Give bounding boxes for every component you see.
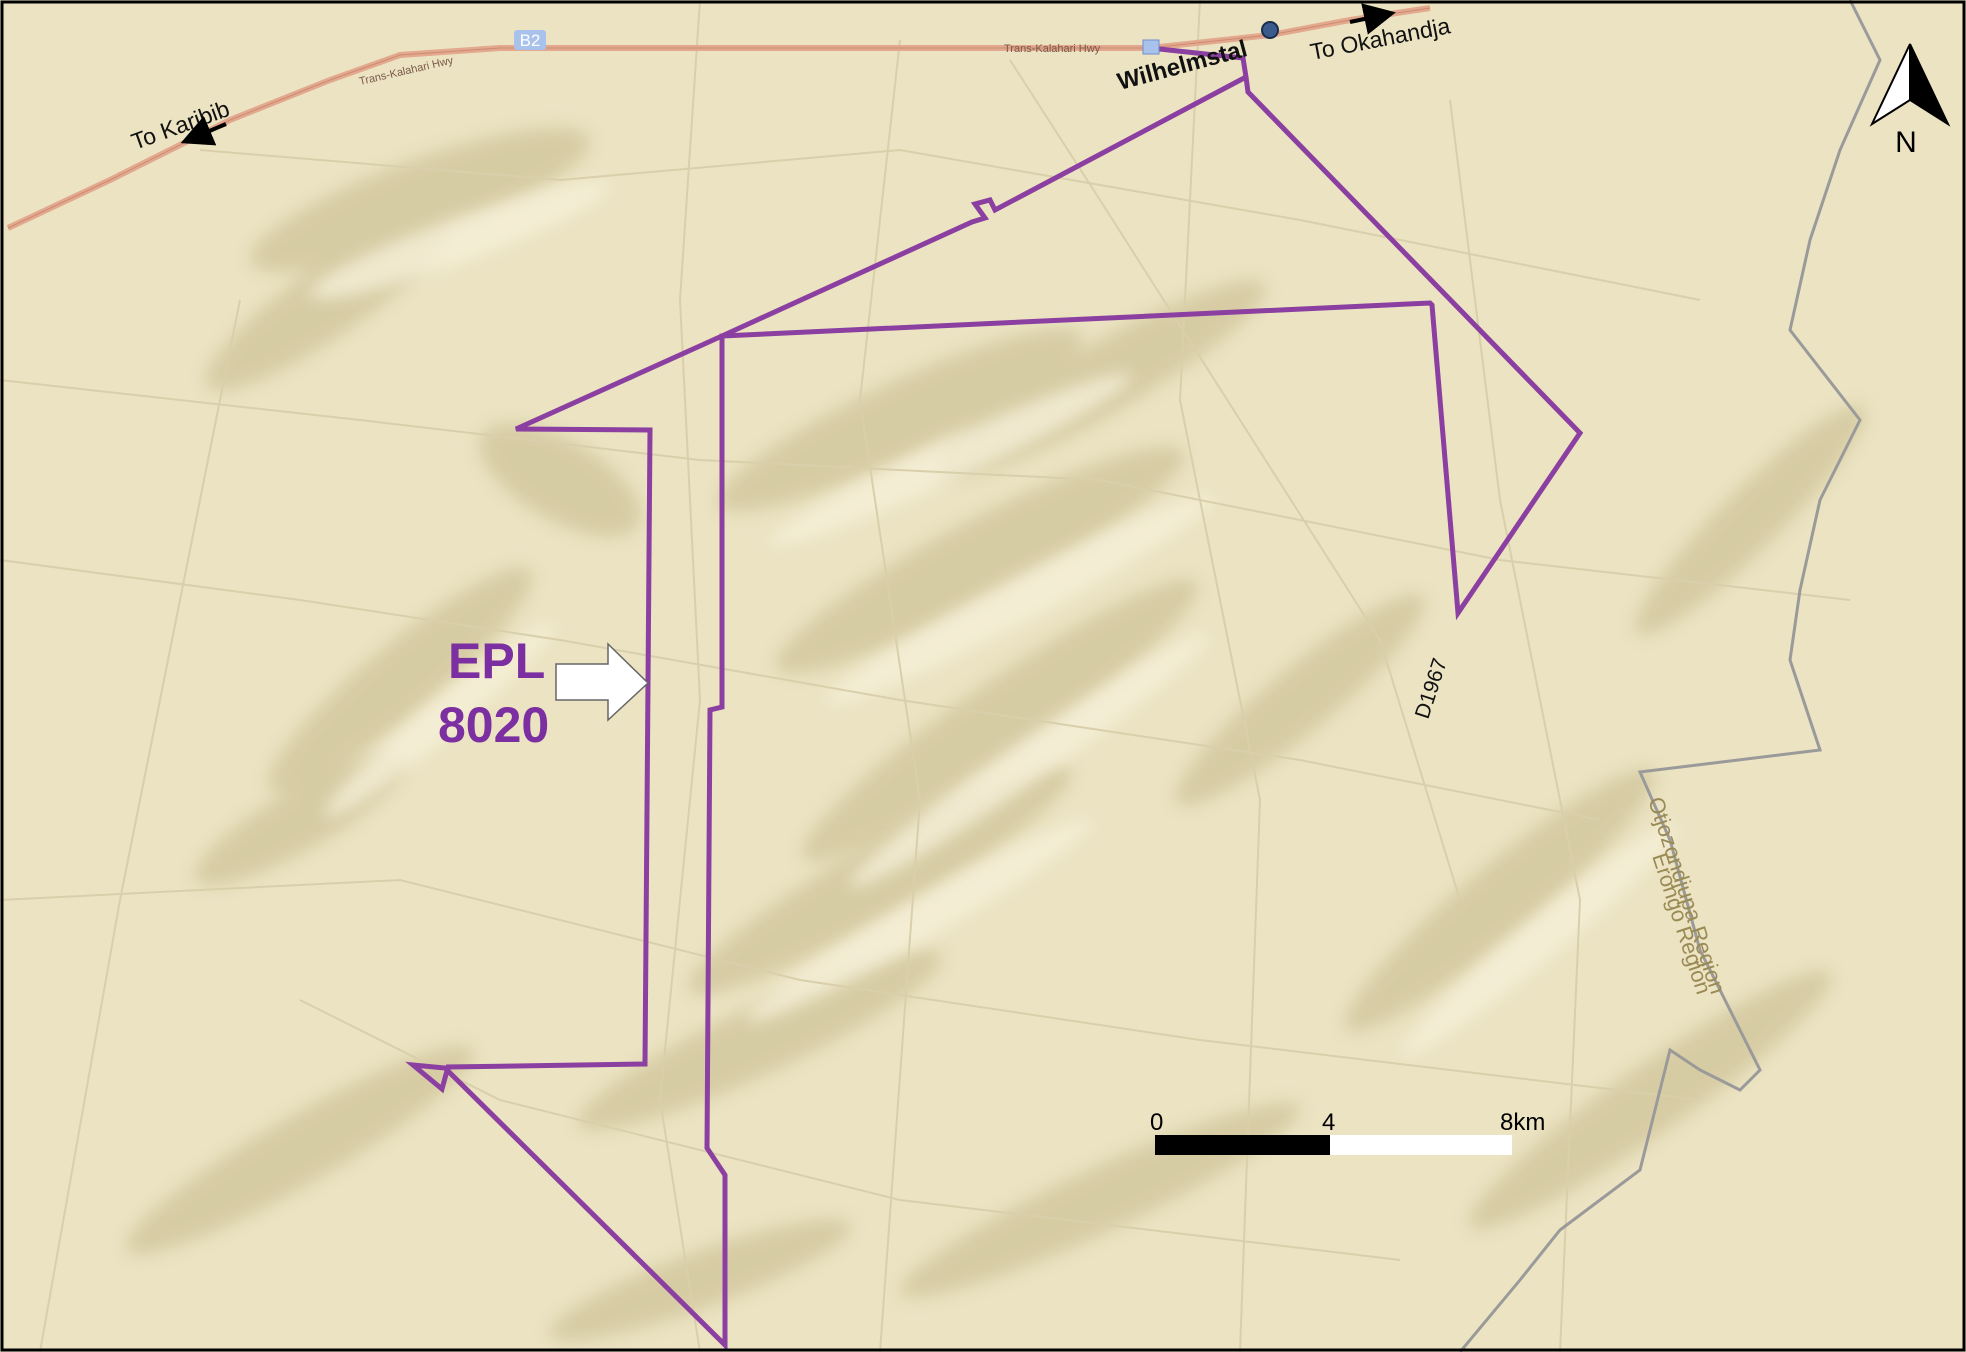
north-arrow-label: N xyxy=(1895,126,1917,159)
b2-route-shield xyxy=(514,30,546,50)
to-karibib-arrow xyxy=(180,115,227,146)
scale-tick-4: 4 xyxy=(1322,1109,1335,1136)
b2-shield-label: B2 xyxy=(520,31,541,50)
minor-roads xyxy=(0,0,1851,1352)
region-boundary xyxy=(1458,0,1882,1352)
epl-label-line2: 8020 xyxy=(438,697,549,753)
scale-tick-0: 0 xyxy=(1150,1109,1163,1136)
hillshade-relief xyxy=(125,127,1866,1341)
scale-bar xyxy=(1155,1135,1512,1155)
scale-tick-8km: 8km xyxy=(1500,1109,1545,1136)
north-arrow xyxy=(1869,43,1951,127)
epl-8020-boundary[interactable] xyxy=(405,45,1584,1351)
epl-label-line1: EPL xyxy=(448,633,545,689)
epl-pointer-arrow xyxy=(555,642,650,722)
hillshade-highlights xyxy=(309,181,1679,1057)
wilhelmstal-marker[interactable] xyxy=(1261,21,1279,39)
highway-name-east: Trans-Kalahari Hwy xyxy=(1004,43,1101,55)
to-okahandja-arrow xyxy=(1349,3,1396,35)
highway-junction-marker xyxy=(1142,39,1160,55)
